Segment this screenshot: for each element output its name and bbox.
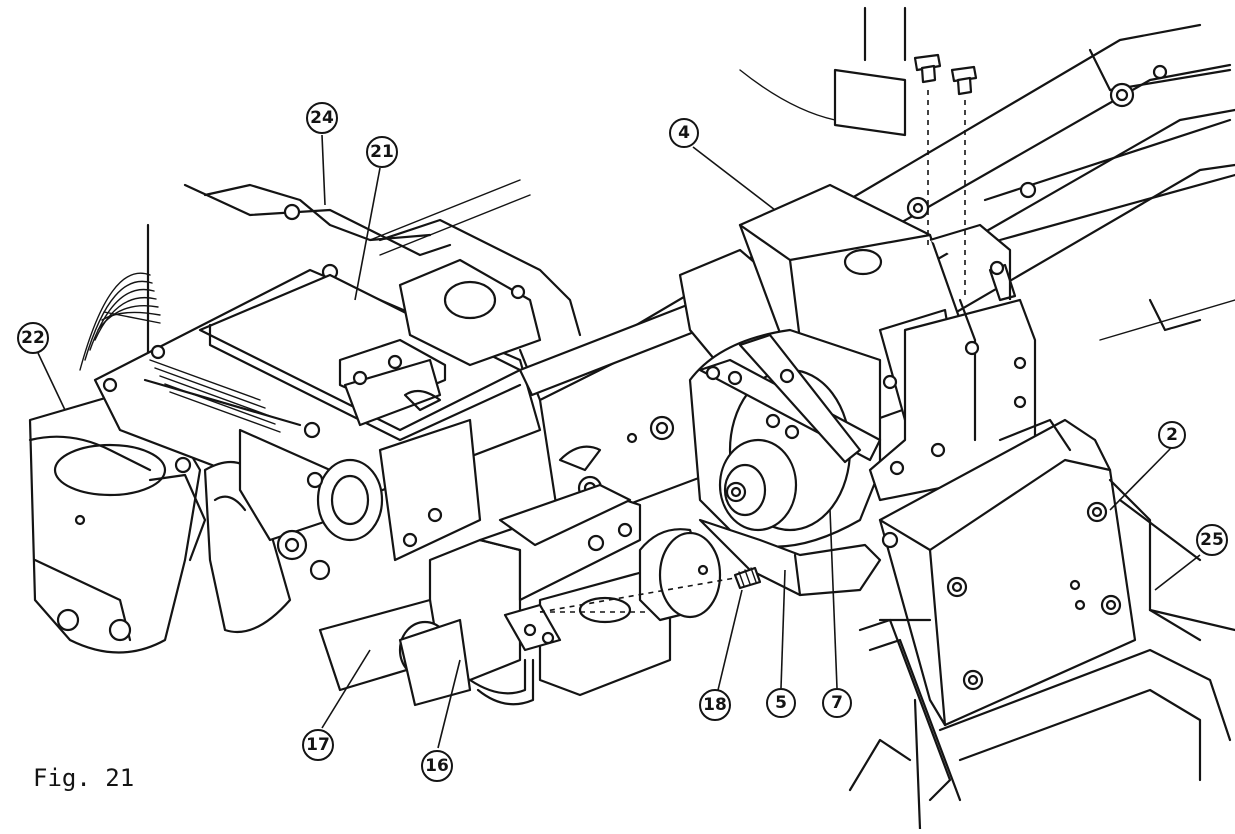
leader-4 xyxy=(692,146,776,211)
callout-label: 22 xyxy=(21,328,45,348)
callout-18: 18 xyxy=(699,689,731,721)
hook-assembly xyxy=(688,328,882,597)
callout-2: 2 xyxy=(1158,421,1186,449)
callout-label: 24 xyxy=(310,108,334,128)
shaft xyxy=(518,248,782,397)
callout-label: 17 xyxy=(306,735,330,755)
leader-24 xyxy=(321,134,326,206)
leader-2 xyxy=(1109,446,1173,511)
callout-leaders xyxy=(37,134,1201,749)
air-cylinder-assembly xyxy=(318,483,762,707)
leader-18 xyxy=(717,589,743,691)
callout-17: 17 xyxy=(302,729,334,761)
callout-5: 5 xyxy=(766,688,796,718)
leader-21 xyxy=(354,167,381,301)
figure-caption: Fig. 21 xyxy=(33,764,135,792)
base-plate xyxy=(878,418,1137,727)
central-frame xyxy=(378,218,742,532)
cover-plate xyxy=(183,179,531,281)
callout-24: 24 xyxy=(306,102,338,134)
callout-label: 2 xyxy=(1166,425,1178,445)
callout-21: 21 xyxy=(366,136,398,168)
upper-column xyxy=(739,6,907,137)
callout-label: 4 xyxy=(678,123,690,143)
callout-label: 7 xyxy=(831,693,843,713)
leader-17 xyxy=(321,649,371,729)
callout-label: 18 xyxy=(703,695,727,715)
callout-label: 5 xyxy=(775,693,787,713)
leader-22 xyxy=(37,352,66,411)
leader-5 xyxy=(780,569,786,689)
callout-7: 7 xyxy=(822,688,852,718)
callout-16: 16 xyxy=(421,750,453,782)
callout-label: 16 xyxy=(425,756,449,776)
callout-4: 4 xyxy=(669,118,699,148)
leader-7 xyxy=(829,509,838,689)
callout-label: 21 xyxy=(370,142,394,162)
table-frame xyxy=(848,478,1235,831)
feed-mechanism xyxy=(203,418,482,634)
callout-22: 22 xyxy=(17,322,49,354)
leader-16 xyxy=(437,659,461,749)
mounting-screws xyxy=(913,53,978,300)
callout-25: 25 xyxy=(1196,524,1228,556)
right-bracket xyxy=(868,260,1037,502)
leader-25 xyxy=(1154,554,1201,591)
left-housing xyxy=(28,383,207,654)
callout-label: 25 xyxy=(1200,530,1224,550)
